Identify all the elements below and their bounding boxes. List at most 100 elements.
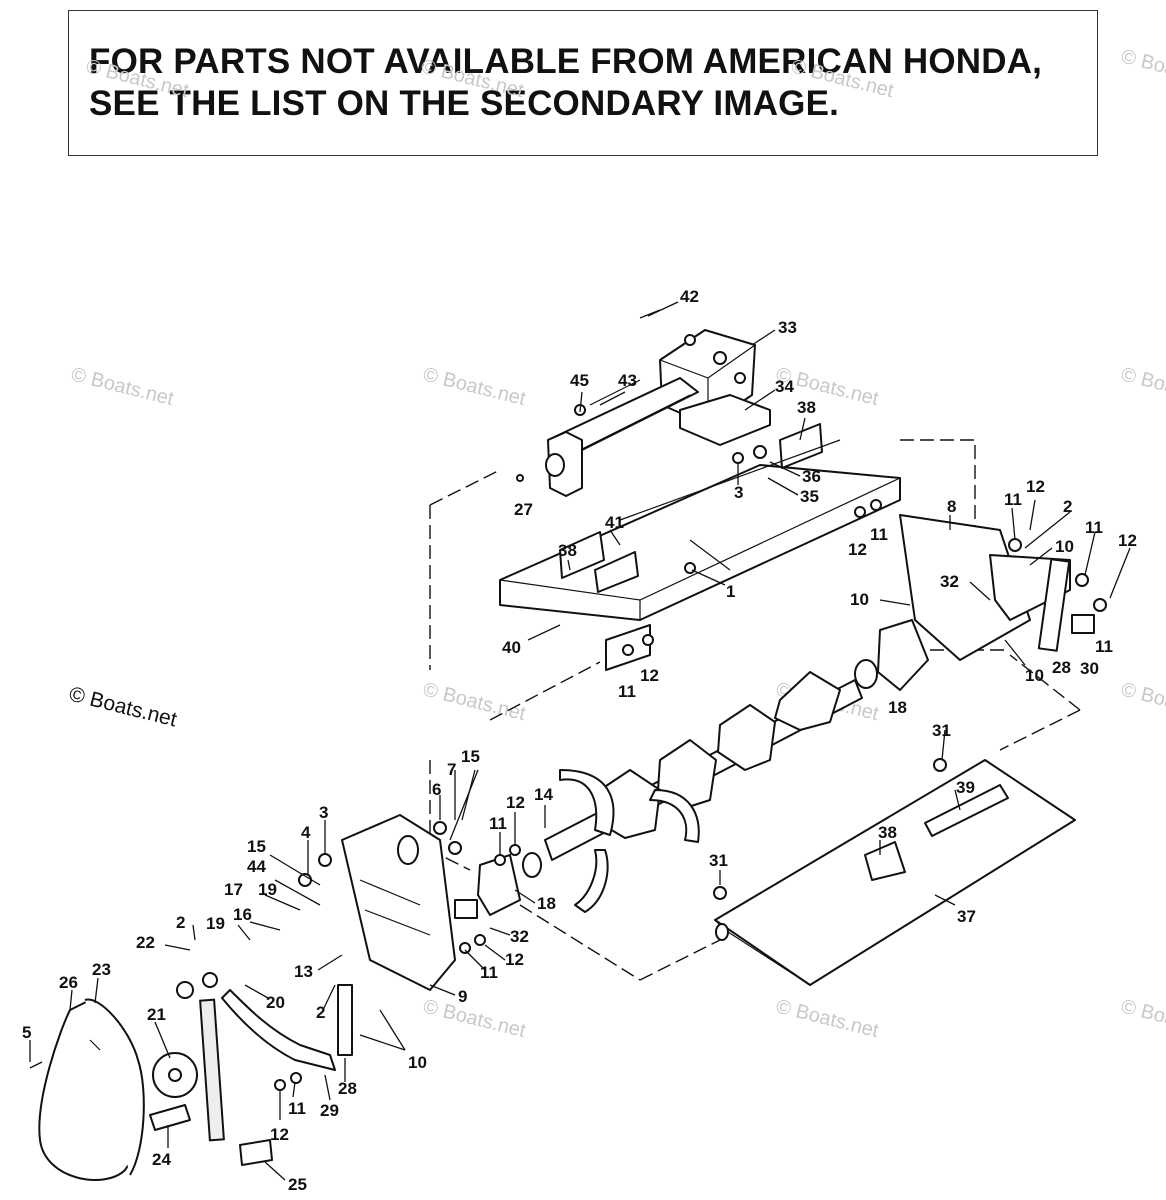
callout-34: 34 — [775, 377, 794, 396]
callout-2-plate: 2 — [1063, 497, 1072, 516]
callout-25: 25 — [288, 1175, 307, 1194]
callout-1: 1 — [726, 582, 735, 601]
callout-3-top: 3 — [734, 483, 743, 502]
callout-45: 45 — [570, 371, 589, 390]
callout-11-30: 11 — [1095, 637, 1113, 656]
notice-line-1: FOR PARTS NOT AVAILABLE FROM AMERICAN HO… — [89, 42, 1043, 81]
callout-11-left: 11 — [480, 963, 498, 982]
callout-16: 16 — [233, 905, 252, 924]
callout-2-lower: 2 — [316, 1003, 325, 1022]
watermark: © Boats.net — [789, 56, 896, 103]
callout-3-lower: 3 — [319, 803, 328, 822]
hardware-fasteners — [29, 309, 947, 1091]
callout-38-top: 38 — [797, 398, 816, 417]
watermark: © Boats.net — [1119, 679, 1166, 726]
watermark: © Boats.net — [419, 56, 526, 103]
tine-shaft — [522, 671, 863, 913]
shift-plates — [149, 1104, 273, 1166]
callout-30: 30 — [1080, 659, 1099, 678]
callout-24: 24 — [152, 1150, 171, 1169]
sprocket — [152, 998, 225, 1142]
parts-notice-box: FOR PARTS NOT AVAILABLE FROM AMERICAN HO… — [68, 10, 1098, 156]
watermark-main: © Boats.net — [67, 683, 179, 732]
callout-10-bottom: 10 — [1025, 666, 1044, 685]
watermark: © Boats.net — [421, 679, 528, 726]
callout-4: 4 — [301, 823, 311, 842]
watermark: © Boats.net — [84, 56, 191, 103]
watermark: © Boats.net — [421, 364, 528, 411]
callout-40: 40 — [502, 638, 521, 657]
gearbox-assembly — [545, 329, 771, 497]
callout-leaders — [29, 301, 1131, 1181]
depth-lever — [221, 984, 353, 1071]
callout-13: 13 — [294, 962, 313, 981]
callout-14: 14 — [534, 785, 553, 804]
callout-6: 6 — [432, 780, 441, 799]
callout-23: 23 — [92, 960, 111, 979]
callout-11-plate: 11 — [1004, 490, 1022, 509]
callout-43: 43 — [618, 371, 637, 390]
bearing-housing-right — [854, 619, 929, 691]
watermark: © Boats.net — [1119, 364, 1166, 411]
left-side-plate — [341, 814, 456, 991]
callout-38-shield: 38 — [878, 823, 897, 842]
callout-22: 22 — [136, 933, 155, 952]
callout-44: 44 — [247, 857, 266, 876]
callout-17: 17 — [224, 880, 243, 899]
watermark: © Boats.net — [1119, 996, 1166, 1043]
chain-case — [38, 998, 145, 1181]
callout-37: 37 — [957, 907, 976, 926]
callout-35: 35 — [800, 487, 819, 506]
watermark: © Boats.net — [69, 364, 176, 411]
right-side-plate — [899, 514, 1107, 661]
watermark: © Boats.net — [421, 996, 528, 1043]
callout-11-lever: 11 — [288, 1099, 306, 1118]
callout-12-frame: 12 — [640, 666, 659, 685]
notice-line-2: SEE THE LIST ON THE SECONDARY IMAGE. — [89, 84, 840, 123]
callout-42: 42 — [680, 287, 699, 306]
callout-11-bracket: 11 — [1085, 518, 1103, 537]
callout-labels: 42 33 45 43 34 38 36 35 3 27 41 38 1 40 … — [22, 287, 1137, 1194]
callout-12-tine: 12 — [506, 793, 525, 812]
callout-32-left: 32 — [510, 927, 529, 946]
callout-28-left: 28 — [338, 1079, 357, 1098]
callout-33: 33 — [778, 318, 797, 337]
bearing-housing-left — [454, 854, 521, 919]
callout-38-left: 38 — [558, 541, 577, 560]
callout-12-lever: 12 — [270, 1125, 289, 1144]
callout-39: 39 — [956, 778, 975, 797]
watermark: © Boats.net — [1119, 46, 1166, 93]
callout-15-lower: 15 — [247, 837, 266, 856]
callout-19-lower: 19 — [206, 914, 225, 933]
callout-19-upper: 19 — [258, 880, 277, 899]
callout-18-left: 18 — [537, 894, 556, 913]
callout-36: 36 — [802, 467, 821, 486]
callout-28-right: 28 — [1052, 658, 1071, 677]
callout-27: 27 — [514, 500, 533, 519]
callout-11-frame: 11 — [618, 682, 636, 701]
callout-11-right: 11 — [870, 525, 888, 544]
callout-20: 20 — [266, 993, 285, 1012]
callout-31-top: 31 — [932, 721, 951, 740]
callout-11-tine: 11 — [489, 814, 507, 833]
callout-26: 26 — [59, 973, 78, 992]
callout-5: 5 — [22, 1023, 31, 1042]
callout-31-lower: 31 — [709, 851, 728, 870]
callout-10-plate: 10 — [1055, 537, 1074, 556]
callout-32-right: 32 — [940, 572, 959, 591]
tine-frame — [499, 423, 901, 671]
callout-12-bracket: 12 — [1118, 531, 1137, 550]
callout-2-left: 2 — [176, 913, 185, 932]
callout-29: 29 — [320, 1101, 339, 1120]
callout-12-plate: 12 — [1026, 477, 1045, 496]
callout-12-left: 12 — [505, 950, 524, 969]
callout-10-lower: 10 — [408, 1053, 427, 1072]
callout-15-upper: 15 — [461, 747, 480, 766]
rear-shield — [714, 759, 1076, 986]
callout-41: 41 — [605, 513, 624, 532]
callout-21: 21 — [147, 1005, 166, 1024]
watermark: © Boats.net — [774, 996, 881, 1043]
callout-7: 7 — [447, 760, 456, 779]
callout-18-right: 18 — [888, 698, 907, 717]
